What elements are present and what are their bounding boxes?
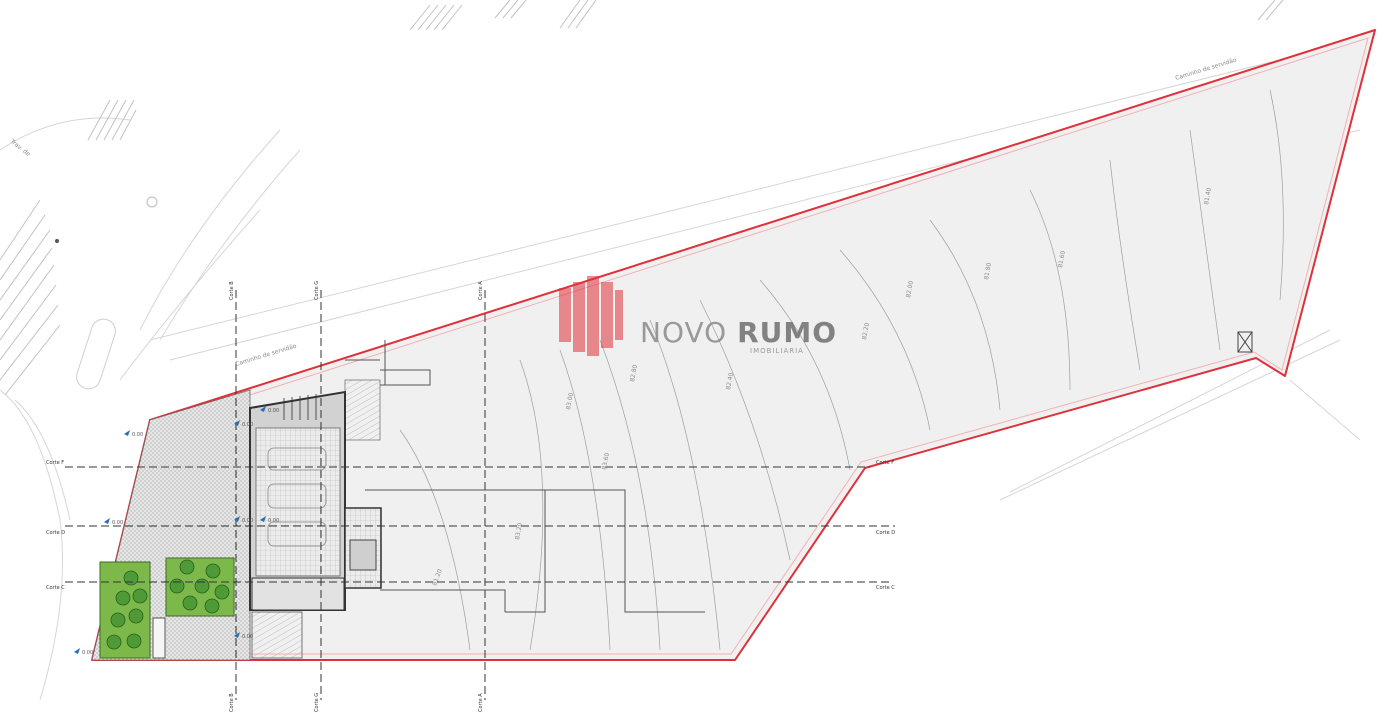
- contour-label-7: 82.00: [905, 280, 915, 298]
- parking-stall-1: [267, 447, 327, 471]
- cut-a-bottom: Corte A: [478, 693, 484, 712]
- ramp-hatch: [344, 379, 381, 441]
- context-hatch-north: [0, 0, 1284, 396]
- cut-f-left: Corte F: [46, 460, 64, 466]
- terrain-contours: [399, 89, 1284, 651]
- parking-stall-3: [267, 521, 327, 547]
- trees: [106, 559, 230, 650]
- cut-b-bottom: Corte B: [229, 693, 235, 712]
- survey-mark-icon: [1237, 331, 1253, 353]
- cut-d-right: Corte D: [876, 530, 895, 536]
- contour-label-3: 83.00: [565, 392, 575, 410]
- cut-g-top: Corte G: [314, 281, 320, 300]
- road-label-west: Caminho de servidão: [235, 343, 298, 368]
- contour-label-6: 82.20: [861, 322, 871, 340]
- cut-b-top: Corte B: [229, 281, 235, 300]
- contour-label-2: 83.20: [514, 522, 524, 540]
- cut-c-left: Corte C: [46, 585, 65, 591]
- parking-grid: [255, 427, 341, 577]
- level-mark-icons: [74, 406, 266, 654]
- contour-label-5: 82.40: [725, 372, 735, 390]
- level-mark-4: 0.00: [242, 422, 253, 428]
- level-mark-3: 0.00: [82, 650, 93, 656]
- stair-treads: [283, 394, 317, 420]
- entrance-stairs: [251, 611, 303, 659]
- cut-g-bottom: Corte G: [314, 693, 320, 712]
- stair-core-inner: [349, 539, 377, 571]
- brand-logo-icon: [559, 276, 623, 356]
- watermark-brand: NOVO RUMO: [640, 316, 837, 349]
- layout-lines: [345, 340, 705, 613]
- level-mark-7: 0.00: [268, 408, 279, 414]
- contour-label-9: 81.60: [1057, 250, 1067, 268]
- contour-label-1: 83.60: [601, 452, 611, 470]
- cut-c-right: Corte C: [876, 585, 895, 591]
- cut-d-left: Corte D: [46, 530, 65, 536]
- level-mark-8: 0.00: [268, 518, 279, 524]
- level-mark-1: 0.00: [132, 432, 143, 438]
- context-marker: [146, 196, 158, 208]
- bench-unit: [152, 617, 166, 659]
- cut-f-right: Corte F: [876, 460, 894, 466]
- contour-label-4: 82.80: [629, 364, 639, 382]
- level-mark-6: 0.00: [242, 634, 253, 640]
- level-mark-5: 0.00: [242, 518, 253, 524]
- section-lines: [65, 290, 895, 700]
- road-label-lane: Trav. de: [8, 137, 32, 158]
- level-mark-2: 0.00: [112, 520, 123, 526]
- cut-a-top: Corte A: [478, 281, 484, 300]
- context-bench: [76, 318, 116, 390]
- utility-rooms: [251, 577, 345, 611]
- context-point: [55, 239, 59, 243]
- contour-label-8: 81.80: [983, 262, 993, 280]
- parking-stall-2: [267, 483, 327, 509]
- watermark-subtitle: IMOBILIÁRIA: [750, 346, 804, 355]
- contour-label-10: 81.40: [1203, 187, 1213, 205]
